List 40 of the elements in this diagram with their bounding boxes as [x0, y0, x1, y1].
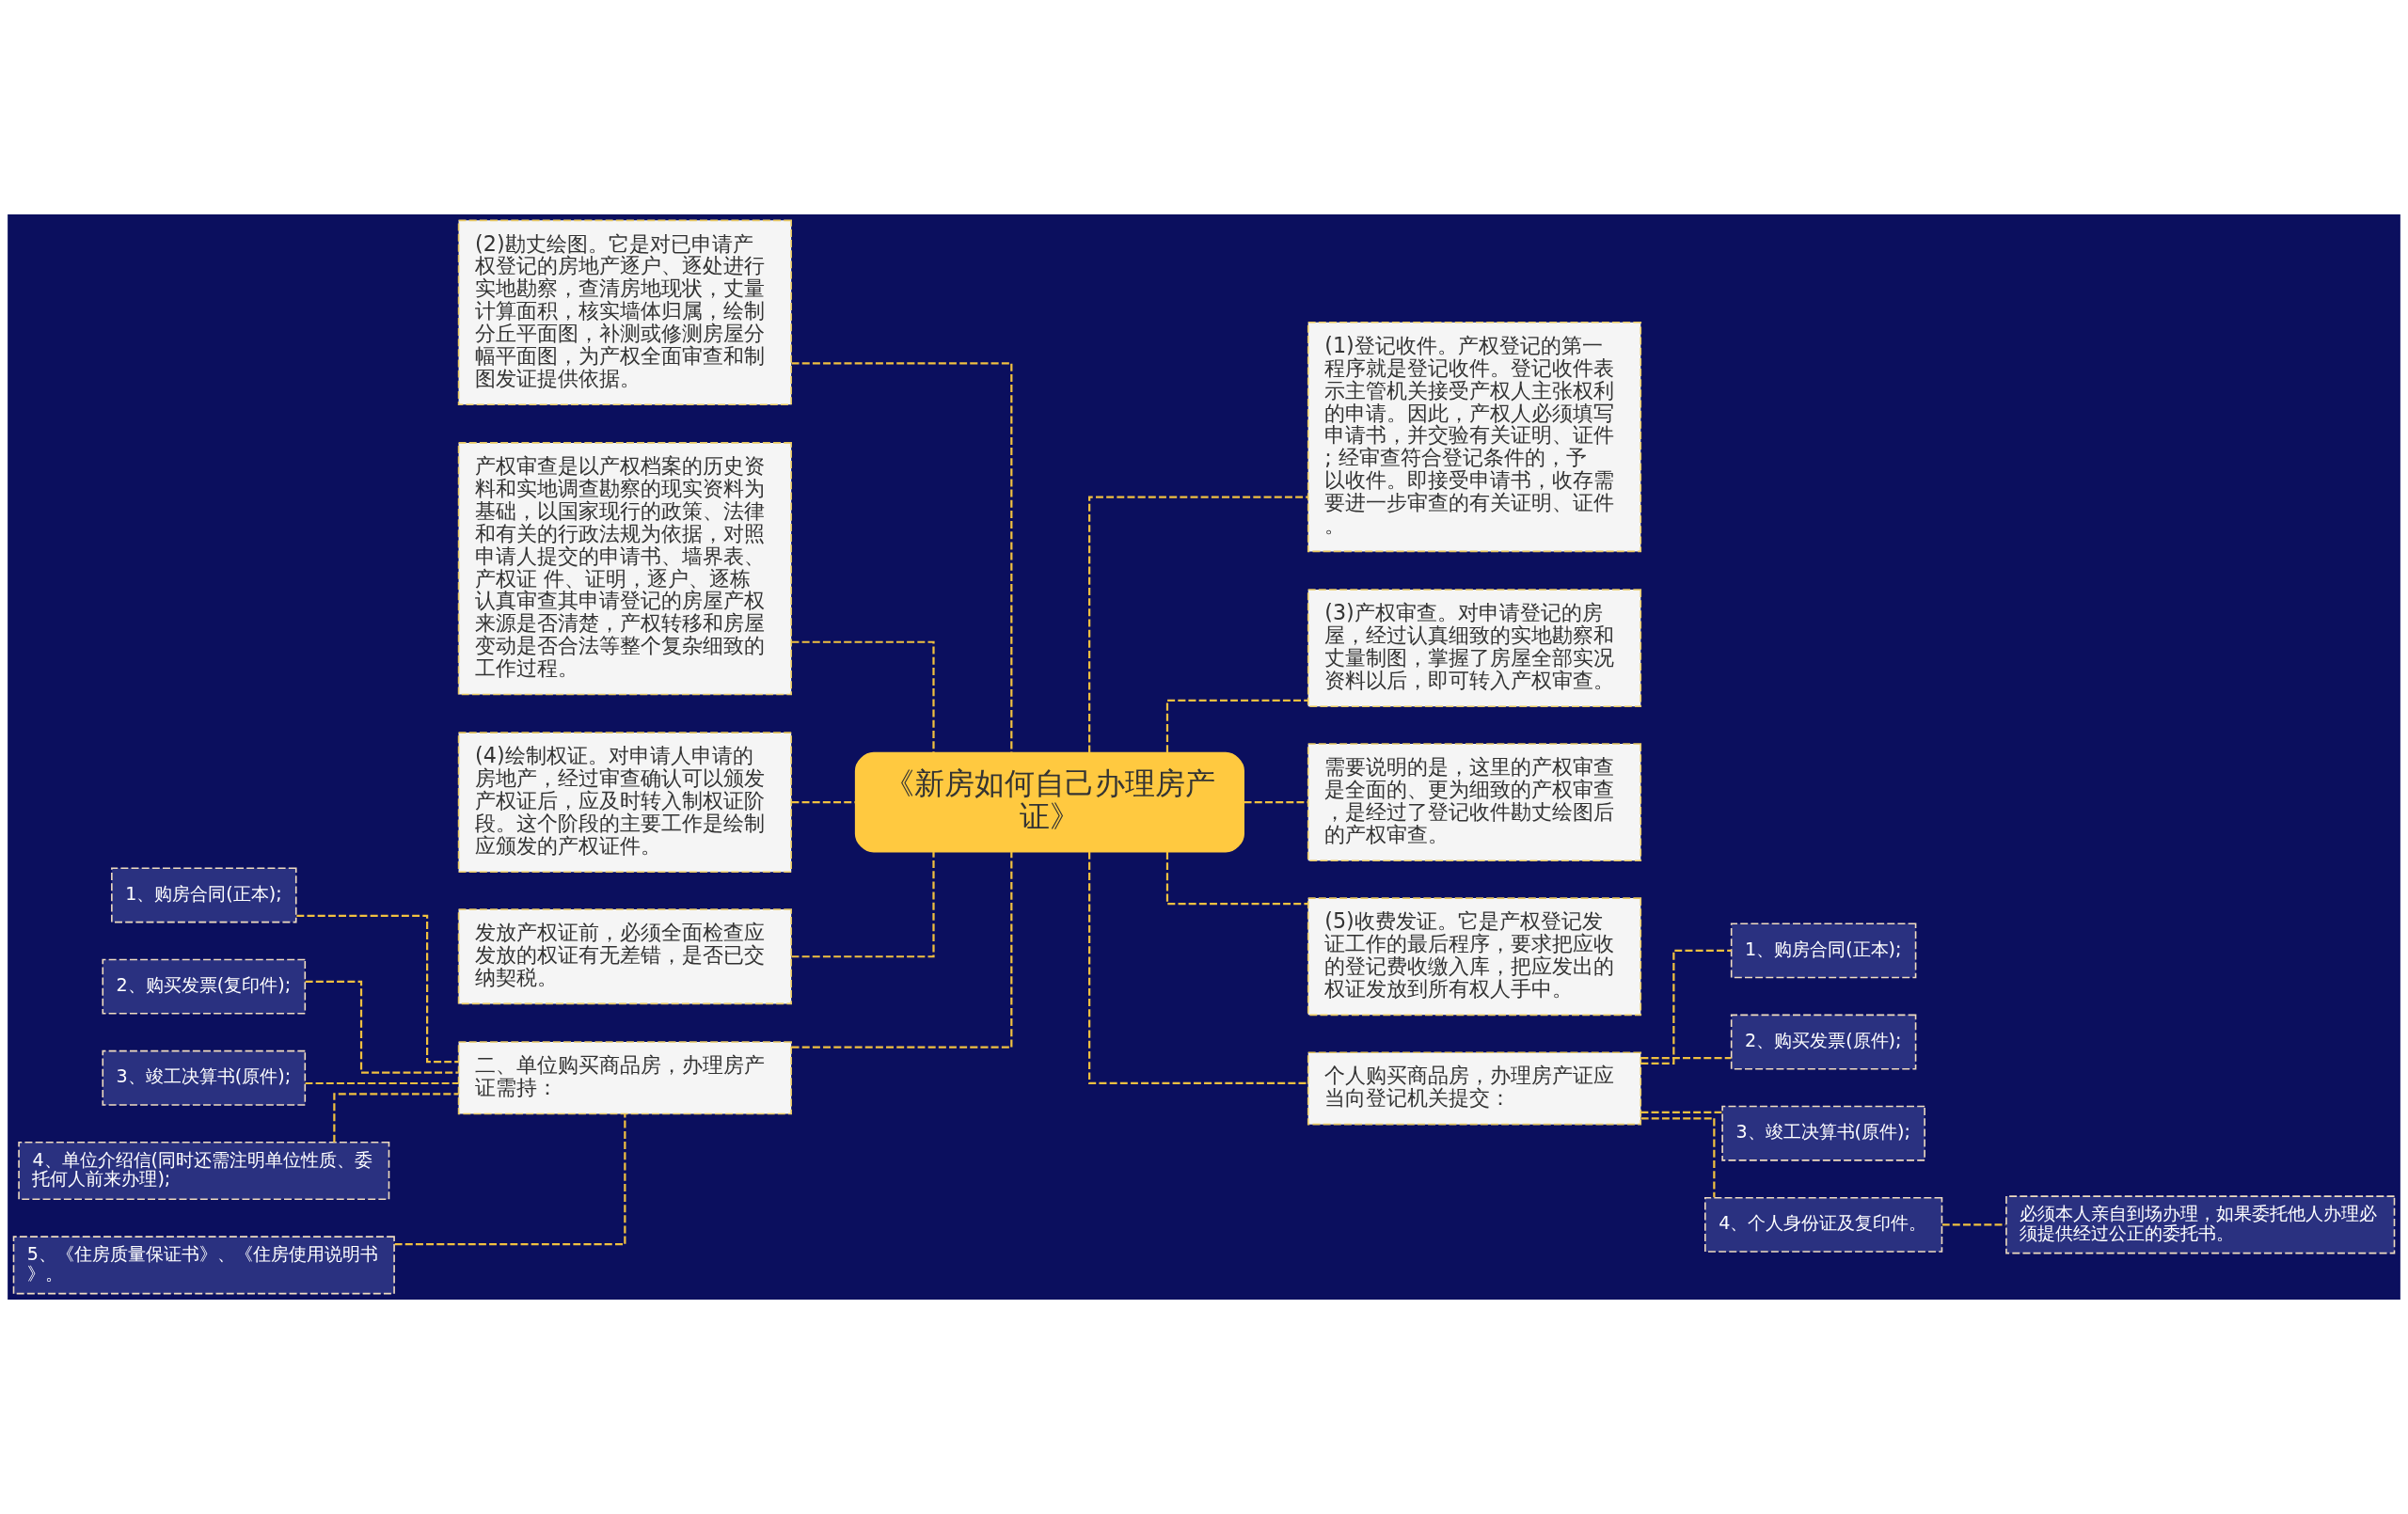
node-box: (3)产权审查。对申请登记的房屋，经过认真细致的实地勘察和丈量制图，掌握了房屋全部实况资料以后，即可转入产权审查。 — [1307, 589, 1642, 708]
node-box: 必须本人亲自到场办理，如果委托他人办理必须提供经过公正的委托书。 — [2005, 1195, 2396, 1254]
connector — [1165, 851, 1308, 906]
connector — [305, 980, 458, 1074]
connector — [791, 801, 856, 804]
connector — [791, 852, 935, 958]
connector — [1165, 699, 1308, 753]
node-box: 3、竣工决算书(原件); — [102, 1049, 307, 1106]
node-box: 5、《住房质量保证书》、《住房使用说明书》。 — [12, 1236, 395, 1295]
node-box: 《新房如何自己办理房产证》 — [854, 751, 1244, 853]
node-box: 需要说明的是，这里的产权审查是全面的、更为细致的产权审查，是经过了登记收件勘丈绘图后的产权审查。 — [1307, 743, 1642, 862]
node-box: 发放产权证前，必须全面检查应发放的权证有无差错，是否已交纳契税。 — [457, 908, 792, 1005]
connector — [1640, 1056, 1732, 1060]
node-box: 2、购买发票(原件); — [1730, 1014, 1917, 1070]
connector — [305, 1081, 459, 1085]
node-box: (2)勘丈绘图。它是对已申请产权登记的房地产逐户、逐处进行实地勘察，查清房地现状，丈量计算面积，核实墙体归属，绘制分丘平面图，补测或修测房屋分幅平面图，为产权全面审查和制图发证提供依据。 — [457, 219, 792, 406]
connector — [791, 640, 935, 753]
connector — [1244, 801, 1308, 804]
node-box: 1、购房合同(正本); — [1730, 923, 1917, 979]
connector — [1640, 949, 1732, 1065]
node-box: 产权审查是以产权档案的历史资料和实地调查勘察的现实资料为基础，以国家现行的政策、法律和有关的行政法规为依据，对照申请人提交的申请书、墙界表、产权证 件、证明，逐户、逐栋认真审查其申请登记的房屋产权来源是否清楚，产权转移和房屋变动是否合法等整个复杂细致的工作过程。 — [457, 442, 792, 696]
node-box: 2、购买发票(复印件); — [102, 958, 307, 1015]
node-box: (1)登记收件。产权登记的第一程序就是登记收件。登记收件表示主管机关接受产权人主张权利的申请。因此，产权人必须填写申请书，并交验有关证明、证件; 经审查符合登记条件的，予以收件。即接受申请书，收存需要进一步审查的有关证明、证件。 — [1307, 321, 1642, 553]
node-box: (4)绘制权证。对申请人申请的房地产，经过审查确认可以颁发产权证后，应及时转入制权证阶段。这个阶段的主要工作是绘制应颁发的产权证件。 — [457, 732, 792, 874]
node-box: 1、购房合同(正本); — [111, 867, 297, 923]
node-box: 3、竣工决算书(原件); — [1721, 1105, 1925, 1161]
node-box: (5)收费发证。它是产权登记发证工作的最后程序，要求把应收的登记费收缴入库，把应发出的权证发放到所有权人手中。 — [1307, 897, 1642, 1017]
connector — [1640, 1111, 1722, 1113]
connector — [296, 914, 459, 1064]
connector — [1088, 496, 1308, 753]
connector — [394, 1113, 626, 1246]
connector — [333, 1093, 459, 1143]
node-box: 4、个人身份证及复印件。 — [1704, 1196, 1943, 1253]
node-box: 4、单位介绍信(同时还需注明单位性质、委托何人前来办理); — [18, 1141, 390, 1201]
connector — [791, 851, 1013, 1049]
node-box: 个人购买商品房，办理房产证应当向登记机关提交： — [1307, 1051, 1642, 1126]
node-box: 二、单位购买商品房，办理房产证需持： — [457, 1041, 792, 1115]
connector — [1640, 1117, 1716, 1198]
connector — [1088, 851, 1308, 1084]
connector — [791, 362, 1013, 753]
